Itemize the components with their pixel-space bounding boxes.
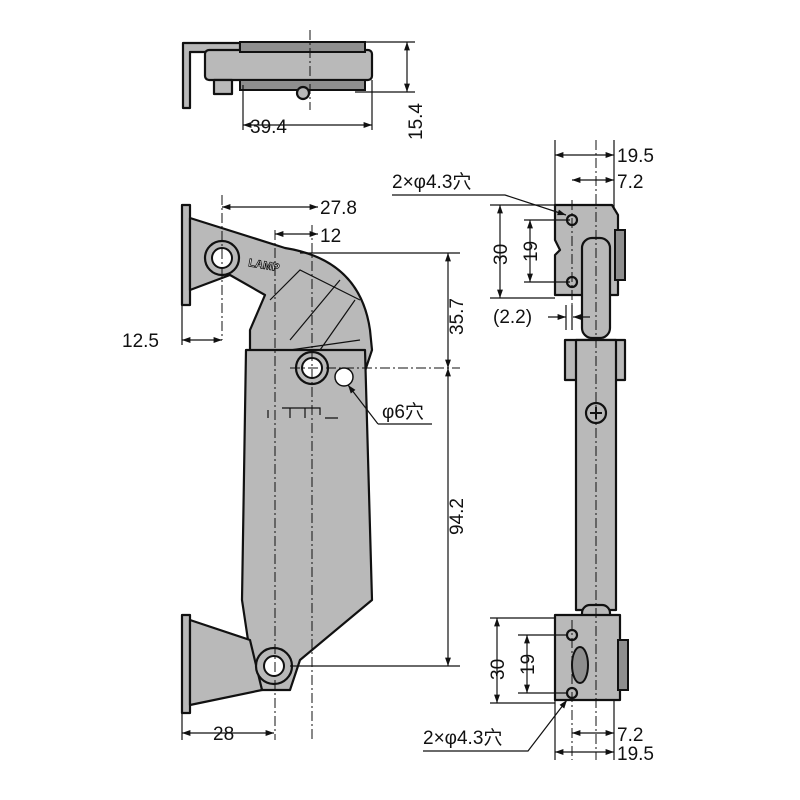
dim-side-top-19-5: 19.5 <box>617 146 654 167</box>
dim-12: 12 <box>320 226 341 247</box>
top-view: 39.4 15.4 <box>181 30 427 140</box>
dim-35-7: 35.7 <box>447 298 468 335</box>
dim-side-bottom-30: 30 <box>488 659 509 680</box>
dim-top-height: 15.4 <box>406 103 427 140</box>
dim-28: 28 <box>213 724 234 745</box>
dim-side-bottom-7-2: 7.2 <box>617 725 643 746</box>
dim-side-top-30: 30 <box>491 244 512 265</box>
front-view: LAMP 27.8 12 12.5 35.7 φ6穴 <box>122 195 468 745</box>
hole-label-side-top: 2×φ4.3穴 <box>392 171 471 193</box>
dim-side-top-19: 19 <box>521 241 542 262</box>
hole-label-side-bottom: 2×φ4.3穴 <box>423 727 502 749</box>
logo: LAMP <box>247 257 280 274</box>
dim-top-width: 39.4 <box>250 117 287 138</box>
dim-side-top-7-2: 7.2 <box>617 172 643 193</box>
hole-label-phi6: φ6穴 <box>382 401 424 423</box>
dim-94-2: 94.2 <box>447 498 468 535</box>
dim-side-2-2: (2.2) <box>493 307 532 328</box>
dim-27-8: 27.8 <box>320 198 357 219</box>
dim-12-5: 12.5 <box>122 331 159 352</box>
dim-side-bottom-19: 19 <box>518 654 539 675</box>
side-view: 19.5 7.2 2×φ4.3穴 30 19 (2.2) 30 19 2×φ4.… <box>392 140 654 765</box>
dim-side-bottom-19-5: 19.5 <box>617 744 654 765</box>
